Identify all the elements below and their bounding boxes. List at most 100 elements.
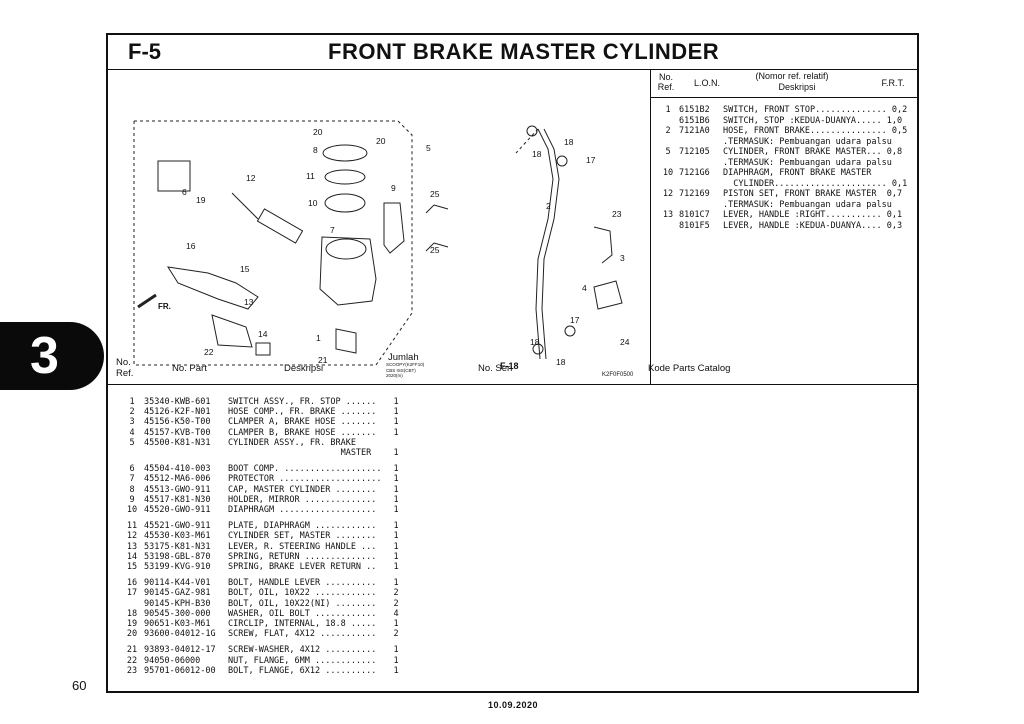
reference-lon: 8101C7 [679, 210, 710, 220]
part-ref-no: 4 [129, 427, 135, 438]
mirror-holder-part [383, 202, 405, 254]
part-quantity: 1 [393, 484, 399, 495]
svg-text:11: 11 [306, 171, 315, 181]
part-quantity: 1 [393, 494, 399, 505]
boot-part [157, 160, 191, 192]
part-ref-no: 20 [126, 629, 138, 640]
reference-desc: CYLINDER, FRONT BRAKE MASTER... 0,8 [723, 147, 903, 157]
reference-lon: 8101F5 [679, 220, 710, 231]
plate-part [324, 169, 366, 185]
reference-no [657, 200, 679, 211]
section-code: F-5 [128, 39, 161, 64]
svg-text:9: 9 [391, 183, 396, 193]
reference-desc: SWITCH, STOP :KEDUA-DUANYA..... 1,0 [723, 115, 903, 126]
ref-col-frt: F.R.T. [881, 78, 905, 88]
parts-col-part: No. Part [172, 363, 207, 374]
reference-desc: .TERMASUK: Pembuangan udara palsu [723, 199, 892, 210]
reference-no: 1 [665, 105, 671, 115]
clamper-b [593, 280, 623, 310]
svg-text:18: 18 [530, 337, 540, 347]
part-description: CYLINDER SET, MASTER ........ [228, 531, 377, 542]
part-quantity: 1 [393, 448, 399, 459]
part-ref-no: 3 [129, 417, 135, 428]
reference-lon [679, 200, 723, 211]
svg-text:22: 22 [204, 347, 214, 357]
reference-lon: 712105 [679, 147, 710, 157]
oil-bolt-top [556, 155, 568, 167]
part-ref-no: 13 [126, 541, 138, 552]
part-number: 95701-06012-00 [144, 665, 216, 676]
parts-col-seri: No. Seri [478, 363, 513, 374]
part-quantity: 1 [393, 464, 399, 475]
part-quantity: 1 [393, 665, 399, 676]
part-ref-no: 14 [126, 551, 138, 562]
part-quantity: 1 [393, 531, 399, 542]
part-quantity: 1 [393, 655, 399, 666]
cylinder-top [325, 238, 367, 260]
part-number: 45500-K81-N31 [144, 437, 211, 448]
part-ref-no: 2 [129, 407, 135, 418]
parts-col-catalog: Kode Parts Catalog [648, 363, 731, 374]
part-quantity: 1 [393, 427, 399, 438]
part-quantity: 1 [393, 417, 399, 428]
reference-lon [679, 179, 723, 190]
part-number: 45157-KVB-T00 [144, 427, 211, 438]
part-description: CLAMPER A, BRAKE HOSE ....... [228, 417, 377, 428]
svg-text:13: 13 [244, 297, 254, 307]
reference-desc: LEVER, HANDLE :RIGHT........... 0,1 [723, 210, 903, 220]
svg-text:23: 23 [612, 209, 622, 219]
part-quantity: 2 [393, 598, 399, 609]
parts-table-header: No. Ref. No. Part Deskripsi Jumlah SCOOP… [108, 351, 917, 385]
svg-text:16: 16 [186, 241, 196, 251]
svg-text:20: 20 [376, 136, 386, 146]
page-number: 60 [72, 678, 87, 693]
part-ref-no: 5 [129, 437, 135, 448]
part-number: 94050-06000 [144, 655, 201, 666]
assembly-outline [133, 120, 413, 366]
fr-label: FR. [158, 302, 171, 311]
part-number [144, 448, 228, 458]
page-frame: F-5 FRONT BRAKE MASTER CYLINDER [106, 33, 919, 693]
brake-lever [167, 266, 259, 310]
part-quantity: 1 [393, 521, 399, 532]
svg-text:8: 8 [313, 145, 318, 155]
svg-text:25: 25 [430, 189, 440, 199]
part-ref-no: 11 [126, 521, 138, 532]
svg-text:15: 15 [240, 264, 250, 274]
part-number: 93600-04012-1G [144, 629, 216, 640]
reference-desc: HOSE, FRONT BRAKE............... 0,5 [723, 126, 908, 136]
reference-row: CYLINDER...................... 0,1 [657, 179, 915, 190]
reference-no [657, 179, 679, 190]
page-header: F-5 FRONT BRAKE MASTER CYLINDER [108, 35, 917, 70]
drawing-code: K2F0F0500 [602, 372, 634, 378]
ref-col-lon: L.O.N. [693, 78, 720, 88]
part-quantity: 1 [393, 541, 399, 552]
reference-lon: 7121A0 [679, 126, 710, 136]
part-quantity: 1 [393, 578, 399, 589]
svg-text:14: 14 [258, 329, 268, 339]
svg-text:24: 24 [620, 337, 630, 347]
part-description: LEVER, R. STEERING HANDLE ... [228, 541, 377, 552]
part-number: 45521-GWO-911 [144, 521, 211, 532]
part-quantity: 1 [393, 407, 399, 418]
part-quantity: 4 [393, 608, 399, 619]
part-quantity: 1 [393, 474, 399, 485]
section-badge: 3 [0, 322, 104, 390]
